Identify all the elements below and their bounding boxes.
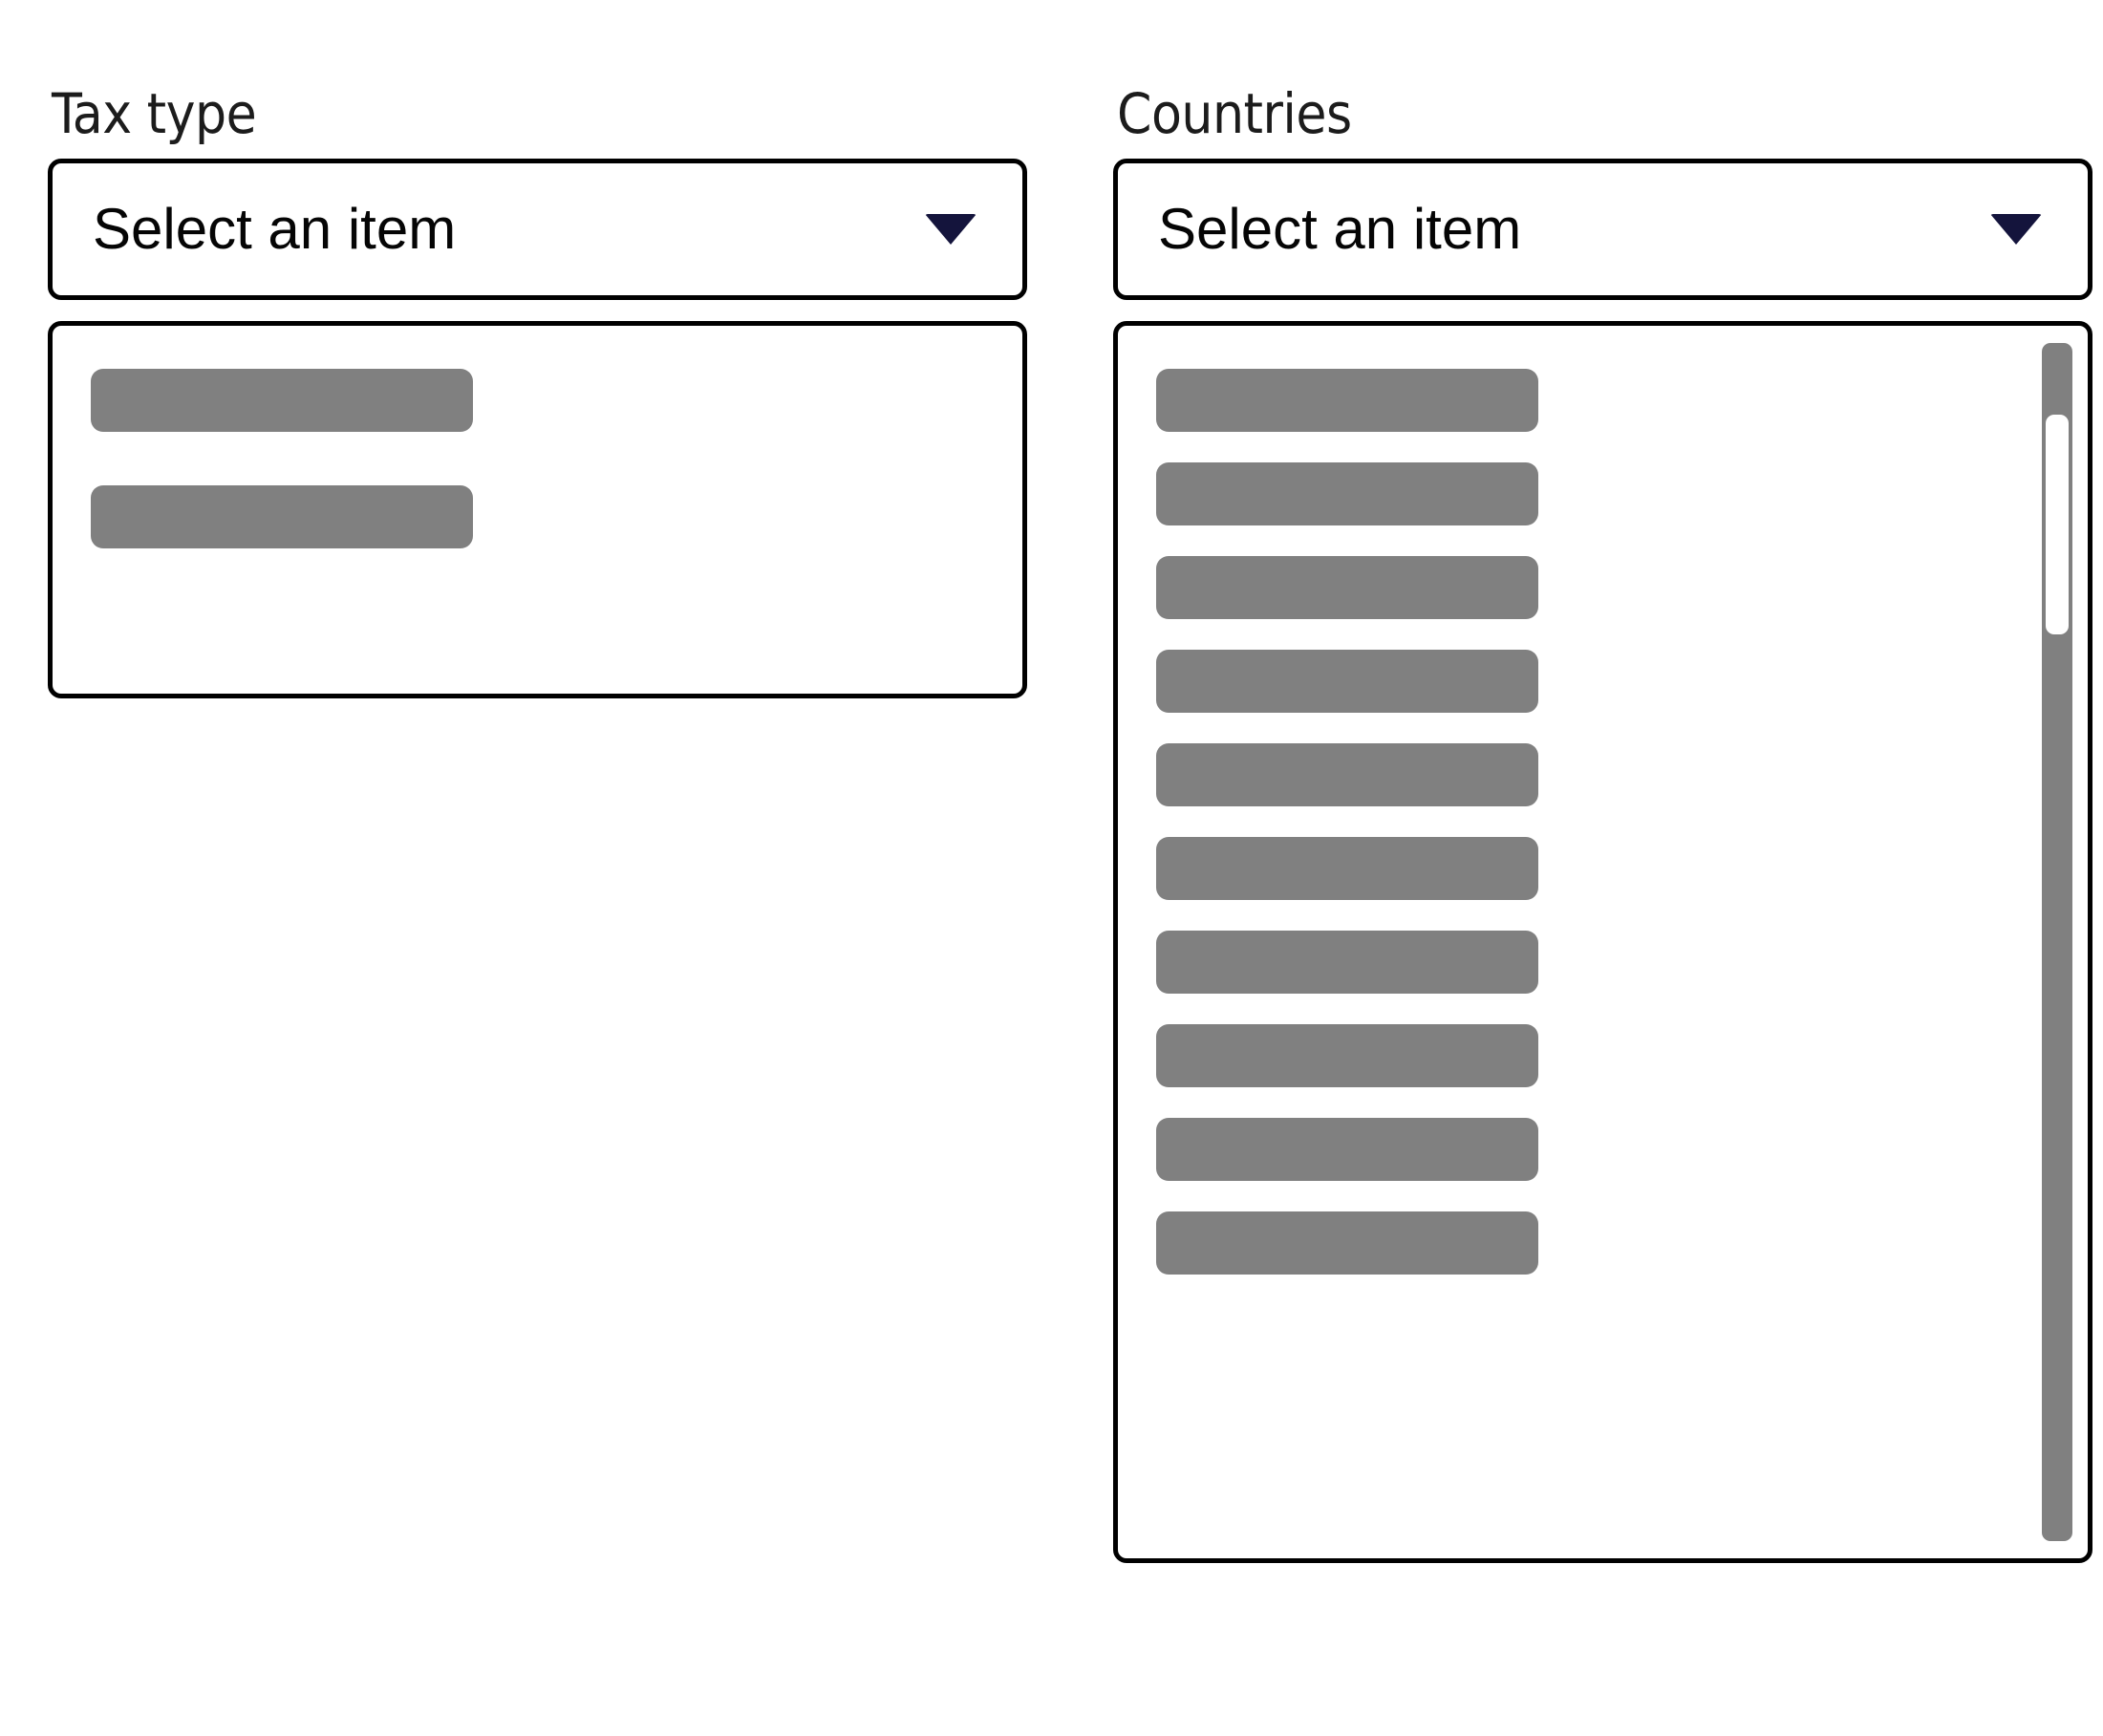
list-item[interactable] xyxy=(1156,743,1538,806)
list-item[interactable] xyxy=(1156,1211,1538,1275)
list-item[interactable] xyxy=(1156,1118,1538,1181)
list-item[interactable] xyxy=(1156,650,1538,713)
list-item[interactable] xyxy=(1156,556,1538,619)
countries-select-value: Select an item xyxy=(1158,197,1522,261)
chevron-down-icon[interactable] xyxy=(925,214,976,245)
list-item[interactable] xyxy=(91,369,473,432)
list-item[interactable] xyxy=(1156,369,1538,432)
list-item[interactable] xyxy=(1156,931,1538,994)
countries-scrollbar-track[interactable] xyxy=(2042,343,2072,1541)
tax-type-select-value: Select an item xyxy=(93,197,457,261)
list-item[interactable] xyxy=(1156,837,1538,900)
countries-select[interactable]: Select an item xyxy=(1113,159,2092,300)
tax-type-select[interactable]: Select an item xyxy=(48,159,1027,300)
countries-label: Countries xyxy=(1117,81,1352,146)
list-item[interactable] xyxy=(1156,462,1538,525)
list-item[interactable] xyxy=(91,485,473,548)
tax-type-field: Tax type Select an item xyxy=(48,82,1027,698)
tax-type-dropdown-panel xyxy=(48,321,1027,698)
tax-type-option-list[interactable] xyxy=(53,326,1022,694)
countries-option-list[interactable] xyxy=(1118,326,2088,1558)
chevron-down-icon[interactable] xyxy=(1990,214,2042,245)
list-item[interactable] xyxy=(1156,1024,1538,1087)
countries-field: Countries Select an item xyxy=(1113,82,2092,1563)
countries-scrollbar-thumb[interactable] xyxy=(2046,415,2069,634)
tax-type-label: Tax type xyxy=(52,81,257,146)
countries-dropdown-panel xyxy=(1113,321,2092,1563)
